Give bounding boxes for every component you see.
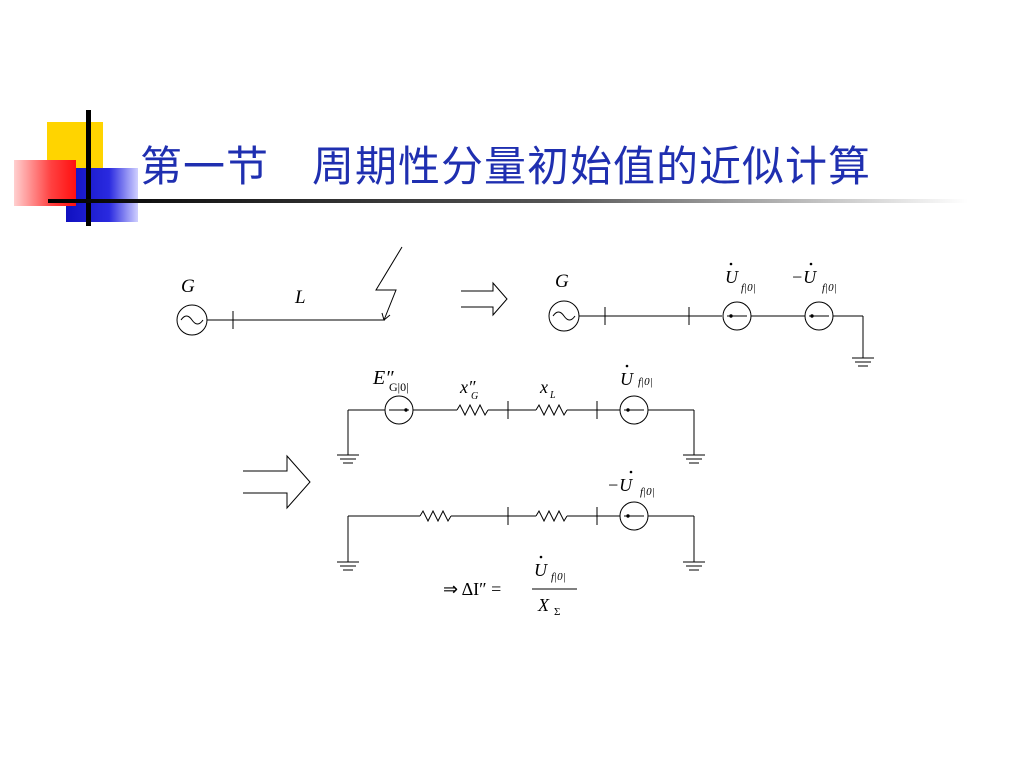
ground-symbol-3 (683, 454, 705, 464)
diagram-original-system (176, 246, 403, 336)
label-eg-sub: G|0| (389, 380, 408, 394)
reactance-xg (456, 403, 489, 417)
deco-vertical-bar (86, 110, 91, 226)
formula-denominator-main: X (537, 595, 550, 615)
fault-lightning-icon (375, 246, 403, 321)
label-xl-main: x (539, 377, 548, 397)
label-g2: G (555, 271, 569, 292)
page-title: 第一节 周期性分量初始值的近似计算 (140, 142, 872, 191)
arrow-2 (243, 454, 311, 510)
label-l1: L (294, 287, 306, 308)
label-uf-main: U (725, 267, 739, 287)
label-xg-main: x″ (459, 377, 476, 397)
formula-numerator-sub: f|0| (551, 571, 566, 583)
label-uf3-sub: f|0| (638, 376, 653, 388)
generator-wave-1 (180, 315, 204, 325)
reactance-xl-2 (535, 509, 568, 523)
diagram-fault-component (337, 501, 705, 571)
diagram-superposition (548, 300, 874, 367)
reactance-xl (535, 403, 568, 417)
dot-accents (539, 262, 813, 559)
label-g1: G (181, 276, 195, 297)
ground-symbol-1 (852, 357, 874, 367)
ground-symbol-2 (337, 454, 359, 464)
formula-denominator-sub: Σ (554, 606, 560, 618)
formula-numerator-main: U (534, 560, 548, 580)
label-eg-main: E″ (372, 367, 394, 389)
label-neg-uf4-sub: f|0| (640, 486, 655, 498)
reactance-xg-2 (419, 509, 452, 523)
ground-symbol-4 (337, 561, 359, 571)
deco-horizontal-line (48, 199, 968, 203)
label-uf3-main: U (620, 369, 634, 389)
label-neg-uf-main: −U (791, 267, 817, 287)
diagram-normal-component (337, 395, 705, 464)
label-xg-sub: G (471, 391, 478, 402)
label-xl-sub: L (549, 390, 556, 401)
label-uf-sub: f|0| (741, 282, 756, 294)
arrow-1 (461, 281, 508, 317)
formula-lhs: ⇒ ΔI″ = (443, 579, 501, 599)
deco-red-square (14, 160, 76, 206)
generator-wave-2 (552, 311, 576, 321)
deco-blue-square (66, 168, 138, 222)
label-neg-uf-sub: f|0| (822, 282, 837, 294)
label-neg-uf4-main: −U (607, 475, 633, 495)
ground-symbol-5 (683, 561, 705, 571)
